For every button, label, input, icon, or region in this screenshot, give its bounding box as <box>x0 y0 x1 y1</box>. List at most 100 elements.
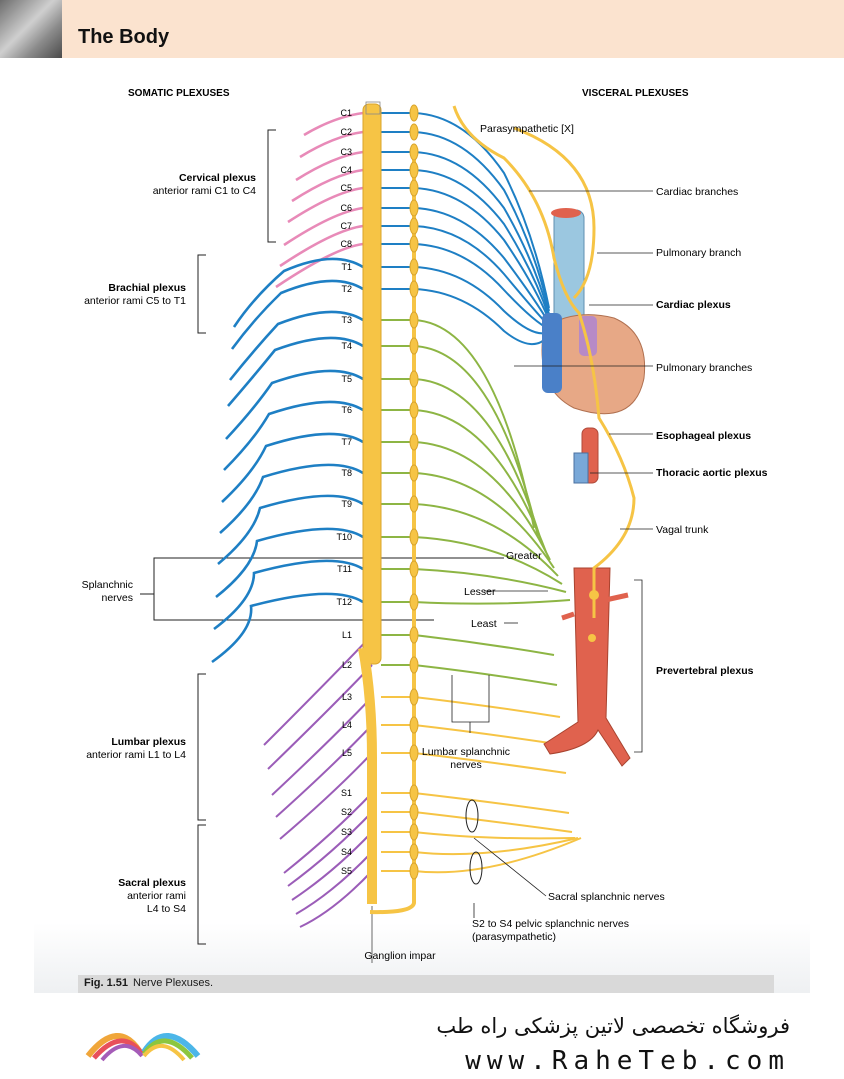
visceral-ramus-c5 <box>381 187 550 321</box>
footer-store-name: فروشگاه تخصصی لاتین پزشکی راه طب <box>436 1014 790 1038</box>
segment-label-s1: S1 <box>341 788 352 798</box>
spinal-nerve-t4 <box>227 336 364 407</box>
sympathetic-ganglion-s3 <box>409 823 419 841</box>
sympathetic-ganglion-l1 <box>409 626 419 644</box>
splanchnic-nerves-line1: Splanchnic <box>82 579 133 591</box>
segment-label-t5: T5 <box>341 374 352 384</box>
sympathetic-ganglion-t5 <box>409 370 419 388</box>
ganglion-impar-label: Ganglion impar <box>364 950 436 962</box>
sacral-splanchnic-loop <box>465 799 479 833</box>
segment-label-t1: T1 <box>341 262 352 272</box>
spinal-nerve-l4 <box>275 724 373 818</box>
segment-label-l3: L3 <box>342 692 352 702</box>
segment-label-c2: C2 <box>340 127 352 137</box>
spinal-nerve-t7 <box>221 432 364 503</box>
spinal-nerve-s3 <box>291 831 373 901</box>
visceral-ramus-c2 <box>381 131 550 312</box>
visceral-ramus-c1 <box>381 112 550 309</box>
spinal-nerve-t5 <box>225 369 364 440</box>
sympathetic-ganglia <box>409 104 419 880</box>
sympathetic-ganglion-c8 <box>409 235 419 253</box>
sympathetic-ganglion-t3 <box>409 311 419 329</box>
visceral-pointers <box>451 190 653 918</box>
spinal-nerve-s1 <box>283 792 373 874</box>
spinal-nerve-t8 <box>219 463 364 534</box>
visceral-ramus-l1 <box>381 634 555 656</box>
visceral-ramus-t12 <box>381 599 571 605</box>
cardiac-branches-label: Cardiac branches <box>656 186 738 198</box>
spinal-nerve-l5 <box>279 752 373 840</box>
spinal-nerve-t10 <box>215 527 364 599</box>
visceral-ramus-t4 <box>381 345 539 537</box>
spinal-nerve-s4 <box>295 851 373 915</box>
splanchnic-nerves-line2: nerves <box>101 592 133 604</box>
sympathetic-ganglion-l2 <box>409 656 419 674</box>
segment-label-c1: C1 <box>340 108 352 118</box>
segment-label-c5: C5 <box>340 183 352 193</box>
visceral-ramus-t8 <box>381 472 555 569</box>
prevertebral-plexus-label: Prevertebral plexus <box>656 665 754 677</box>
visceral-ramus-c6 <box>381 207 550 324</box>
sympathetic-ganglion-l5 <box>409 744 419 762</box>
brachial-plexus-desc: anterior rami C5 to T1 <box>84 295 186 307</box>
vagus-cardiac-branch <box>513 126 596 300</box>
sympathetic-ganglion-c3 <box>409 143 419 161</box>
visceral-ramus-s5 <box>381 837 582 874</box>
spinal-cord <box>362 103 382 665</box>
segment-label-l4: L4 <box>342 720 352 730</box>
visceral-ramus-l2 <box>381 664 558 686</box>
body-thumbnail <box>0 0 62 58</box>
spinal-nerve-t2 <box>230 279 364 350</box>
visceral-ramus-s4 <box>381 837 579 856</box>
lesser-splanchnic-label: Lesser <box>464 586 496 598</box>
sympathetic-ganglion-l3 <box>409 688 419 706</box>
footer-url[interactable]: www.RaheTeb.com <box>465 1046 790 1076</box>
segment-label-l1: L1 <box>342 630 352 640</box>
segment-label-t10: T10 <box>336 532 352 542</box>
pelvic-splanchnic-loop <box>469 851 483 885</box>
cord-top-box <box>365 101 381 115</box>
spinal-nerve-t1 <box>232 257 364 328</box>
cervical-plexus-name: Cervical plexus <box>179 172 256 184</box>
segment-label-t11: T11 <box>337 564 352 574</box>
sympathetic-ganglion-t9 <box>409 495 419 513</box>
vagal-trunk-path <box>452 105 636 618</box>
sympathetic-ganglion-t2 <box>409 280 419 298</box>
visceral-ramus-t2 <box>381 288 550 345</box>
segment-label-c3: C3 <box>340 147 352 157</box>
figure-number: Fig. 1.51 <box>84 977 129 989</box>
sympathetic-ganglion-s4 <box>409 843 419 861</box>
visceral-heading: VISCERAL PLEXUSES <box>582 88 689 99</box>
segment-label-t7: T7 <box>341 437 352 447</box>
segment-label-t8: T8 <box>341 468 352 478</box>
segment-label-s4: S4 <box>341 847 352 857</box>
segment-label-t6: T6 <box>341 405 352 415</box>
visceral-ramus-s3 <box>381 831 576 840</box>
peripheral-nerves <box>211 111 582 928</box>
sacral-plexus-name: Sacral plexus <box>118 877 186 889</box>
visceral-ramus-c7 <box>381 225 550 327</box>
sympathetic-ganglion-t7 <box>409 433 419 451</box>
spinal-nerve-c4 <box>291 168 364 203</box>
sympathetic-ganglion-t10 <box>409 528 419 546</box>
book-logo-icon <box>78 1008 208 1068</box>
mesenteric-ganglion <box>588 634 596 642</box>
parasympathetic-label: Parasympathetic [X] <box>480 123 574 135</box>
visceral-ramus-t5 <box>381 378 543 545</box>
sympathetic-ganglion-c4 <box>409 161 419 179</box>
segment-label-l2: L2 <box>342 660 352 670</box>
spinal-nerve-c3 <box>295 150 364 182</box>
visceral-ramus-t1 <box>381 266 550 335</box>
sympathetic-ganglion-s1 <box>409 784 419 802</box>
spinal-nerve-l1 <box>263 634 373 746</box>
visceral-ramus-t10 <box>381 536 563 585</box>
pulmonary-branches-label: Pulmonary branches <box>656 362 752 374</box>
nerve-plexus-diagram: SOMATIC PLEXUSES VISCERAL PLEXUSES C1C2C… <box>82 88 768 963</box>
least-splanchnic-label: Least <box>471 618 497 630</box>
segment-label-c7: C7 <box>340 221 352 231</box>
sympathetic-ganglion-t8 <box>409 464 419 482</box>
segment-label-c4: C4 <box>340 165 352 175</box>
sympathetic-ganglion-c7 <box>409 217 419 235</box>
segment-label-t4: T4 <box>341 341 352 351</box>
